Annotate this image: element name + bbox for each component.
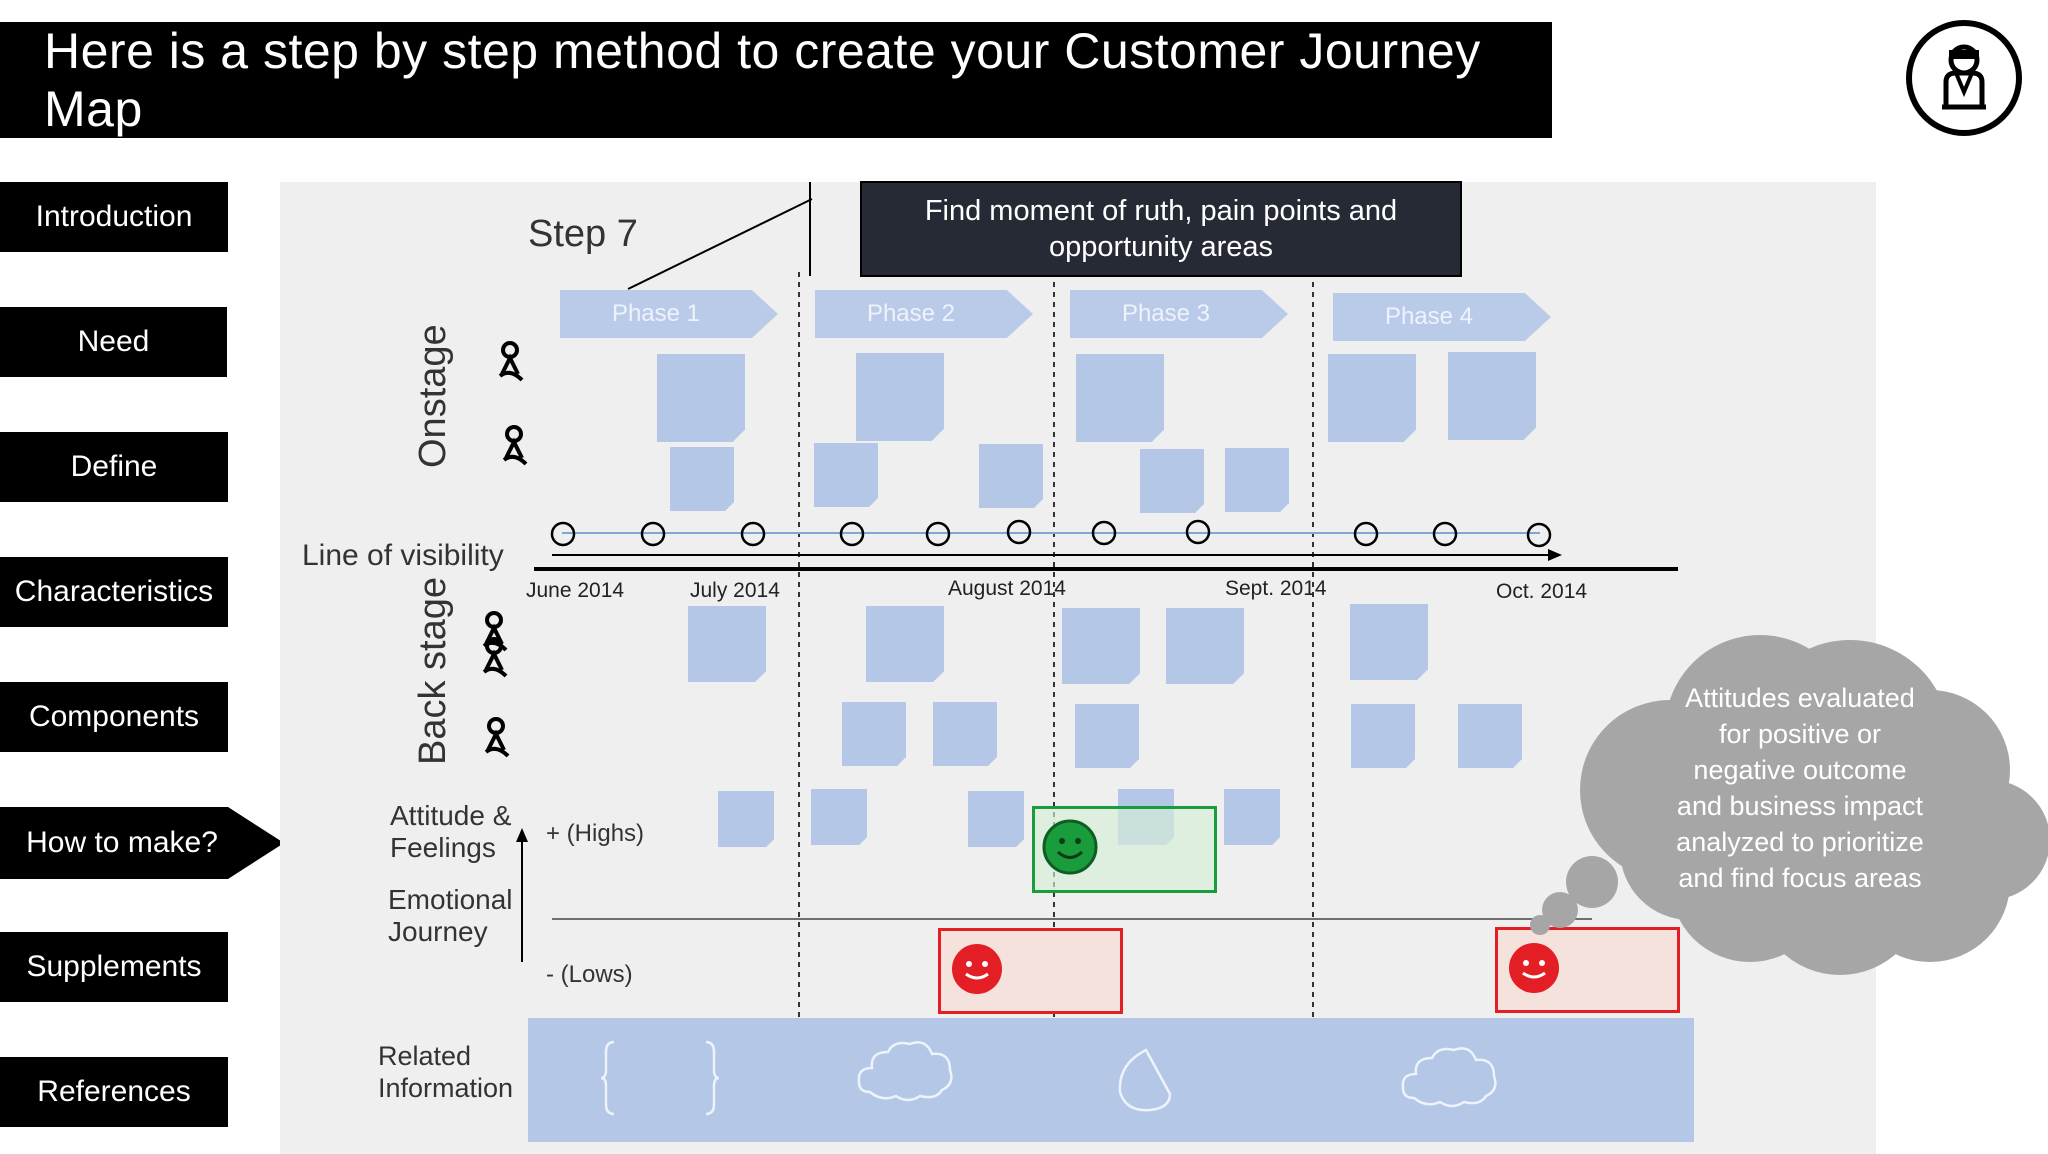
persona-icon	[502, 425, 528, 466]
callout-text: Find moment of ruth, pain points and opp…	[924, 195, 1398, 263]
attitude-label: Attitude &Feelings	[390, 800, 511, 864]
sticky-note	[1225, 448, 1289, 512]
sticky-note	[1448, 352, 1536, 440]
line-of-visibility-label: Line of visibility	[302, 539, 504, 572]
nav-introduction[interactable]: Introduction	[0, 182, 228, 252]
page-title: Here is a step by step method to create …	[0, 22, 1552, 138]
sticky-note	[1351, 704, 1415, 768]
phase-1: Phase 1	[560, 290, 778, 338]
phase-3: Phase 3	[1070, 290, 1288, 338]
month-label: June 2014	[526, 579, 625, 602]
sticky-note	[1075, 704, 1139, 768]
emotional-label-line: Emotional	[388, 884, 513, 915]
sticky-note	[979, 444, 1043, 508]
related-label-line: Related	[378, 1041, 472, 1071]
nav-how-to-make[interactable]: How to make?	[0, 807, 284, 879]
nav-label: References	[37, 1075, 191, 1108]
thought-cloud-text: Attitudes evaluated for positive or nega…	[1650, 680, 1950, 896]
lows-label: - (Lows)	[546, 961, 633, 988]
nav-label: Define	[70, 450, 158, 483]
sticky-note	[1224, 789, 1280, 845]
month-label: Sept. 2014	[1225, 577, 1327, 600]
sticky-note	[1076, 354, 1164, 442]
sticky-note	[842, 702, 906, 766]
nav-components[interactable]: Components	[0, 682, 228, 752]
thought-line: and find focus areas	[1678, 863, 1922, 893]
sad-face-icon	[1509, 943, 1559, 993]
sticky-note	[670, 447, 734, 511]
cloud-icon	[857, 1041, 953, 1102]
crescent-shape-icon	[1118, 1048, 1172, 1112]
sticky-note	[1328, 354, 1416, 442]
sticky-note	[718, 791, 774, 847]
nav-label: Introduction	[35, 200, 193, 233]
persona-icon	[498, 341, 524, 382]
onstage-label: Onstage	[412, 324, 454, 468]
user-glyph	[1942, 44, 1986, 110]
nav-label: Supplements	[26, 950, 202, 983]
phase-2: Phase 2	[815, 290, 1033, 338]
persona-icon	[482, 637, 508, 678]
thought-line: for positive or	[1718, 719, 1882, 749]
nav-supplements[interactable]: Supplements	[0, 932, 228, 1002]
thought-line: analyzed to prioritize	[1676, 827, 1924, 857]
attitude-label-line: Attitude &	[390, 800, 512, 831]
phase-4: Phase 4	[1333, 293, 1551, 341]
sticky-note	[1166, 608, 1244, 684]
related-label-line: Information	[378, 1073, 514, 1103]
sticky-note	[1140, 449, 1204, 513]
phase-label: Phase 4	[1384, 303, 1474, 330]
thought-line: and business impact	[1676, 791, 1924, 821]
sticky-note	[657, 354, 745, 442]
month-label: July 2014	[690, 579, 780, 602]
sticky-note	[933, 702, 997, 766]
sticky-note	[1062, 608, 1140, 684]
persona-icon	[484, 717, 510, 758]
nav-references[interactable]: References	[0, 1057, 228, 1127]
step-label: Step 7	[528, 213, 638, 255]
attitude-label-line: Feelings	[390, 832, 496, 863]
phase-label: Phase 1	[611, 300, 701, 327]
sad-face-icon	[952, 944, 1002, 994]
nav-label: Components	[28, 700, 200, 733]
nav-active-arrow-shape	[0, 807, 284, 879]
sticky-note	[811, 789, 867, 845]
related-information-band	[528, 1018, 1694, 1142]
thought-line: Attitudes evaluated	[1685, 683, 1915, 713]
nav-characteristics[interactable]: Characteristics	[0, 557, 228, 627]
emotional-label-line: Journey	[388, 916, 488, 947]
nav-label: Need	[77, 325, 150, 358]
touchpoint-circles	[550, 519, 1552, 548]
phase-label: Phase 3	[1121, 300, 1211, 327]
sticky-note	[1458, 704, 1522, 768]
highs-label: + (Highs)	[546, 820, 645, 847]
month-label: Oct. 2014	[1496, 580, 1588, 603]
sticky-note	[856, 353, 944, 441]
backstage-label: Back stage	[412, 577, 454, 765]
thought-cloud	[1530, 635, 2048, 975]
phase-label: Phase 2	[866, 300, 956, 327]
sticky-note	[968, 791, 1024, 847]
smiley-face-icon	[1042, 819, 1098, 875]
sticky-note	[1350, 604, 1428, 680]
sticky-note	[866, 606, 944, 682]
nav-label: How to make?	[26, 826, 218, 859]
callout-box: Find moment of ruth, pain points and opp…	[860, 181, 1462, 277]
page-title-text: Here is a step by step method to create …	[44, 23, 1481, 137]
thought-line: negative outcome	[1693, 755, 1907, 785]
sticky-note	[688, 606, 766, 682]
user-profile-icon[interactable]	[1906, 20, 2022, 136]
brace-icon	[600, 1040, 720, 1116]
cloud-icon	[1401, 1047, 1497, 1108]
nav-need[interactable]: Need	[0, 307, 227, 377]
nav-define[interactable]: Define	[0, 432, 228, 502]
nav-label: Characteristics	[14, 575, 214, 608]
sticky-note	[814, 443, 878, 507]
month-label: August 2014	[948, 577, 1066, 600]
